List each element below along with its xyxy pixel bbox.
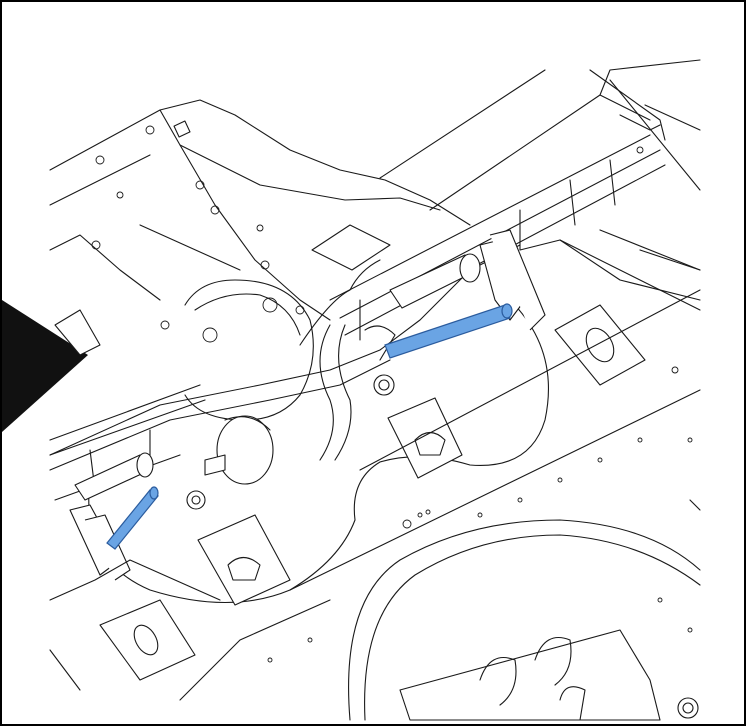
upper-left-skin xyxy=(49,99,471,321)
upper-right-skin xyxy=(379,59,701,211)
rivets xyxy=(91,125,693,663)
right-actuator-assembly xyxy=(364,229,546,396)
access-panels xyxy=(99,304,646,681)
callout-tag xyxy=(54,309,101,356)
left-strut xyxy=(106,486,159,550)
spar-assembly xyxy=(49,134,666,501)
lower-floor xyxy=(49,229,701,721)
right-strut xyxy=(384,303,513,359)
callout-pointer-icon xyxy=(2,300,88,432)
left-actuator-assembly xyxy=(69,452,226,581)
